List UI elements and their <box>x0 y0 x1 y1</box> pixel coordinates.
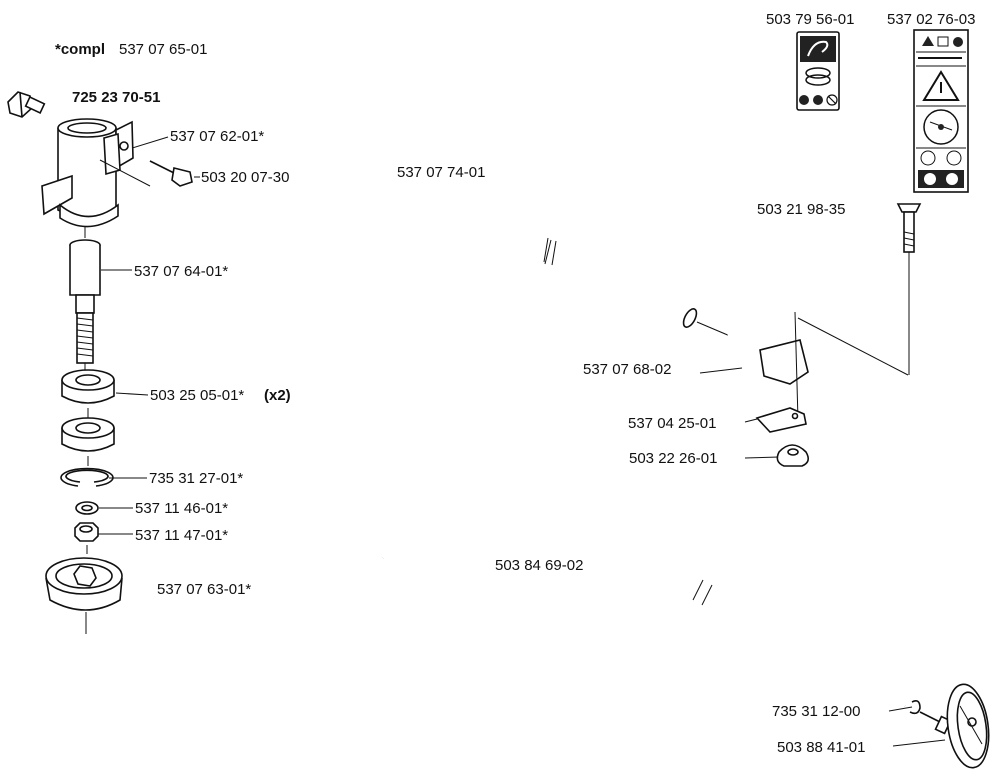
wing-nut-icon <box>776 444 810 467</box>
decal-2-icon <box>913 29 969 193</box>
nut-label: 537 11 47-01* <box>135 527 228 544</box>
bearing-upper-icon <box>61 369 115 404</box>
screw-head-label: 725 23 70-51 <box>72 89 160 106</box>
cup-label: 537 07 63-01* <box>157 581 251 598</box>
engine-coupling-icon <box>919 683 990 769</box>
handle-bolt-icon <box>896 203 922 375</box>
clamp-plate-icon <box>755 407 807 433</box>
kit-number-label: 537 07 65-01 <box>119 41 207 58</box>
bearing-lower-icon <box>61 417 115 452</box>
drive-shaft-icon <box>381 484 906 708</box>
cup-icon <box>45 557 123 634</box>
handle-bolt-label: 503 21 98-35 <box>757 201 845 218</box>
shaft-clip-icon <box>909 700 921 715</box>
drive-shaft-label: 503 84 69-02 <box>495 557 583 574</box>
clamp-plate-label: 537 04 25-01 <box>628 415 716 432</box>
nut-icon <box>74 522 99 542</box>
bearing-qty-label: (x2) <box>264 387 291 404</box>
shaft-tube-icon <box>372 199 731 337</box>
circlip-icon <box>60 467 114 487</box>
spindle-label: 537 07 64-01* <box>134 263 228 280</box>
kit-prefix-label: *compl <box>55 41 105 58</box>
decal-2-label: 537 02 76-03 <box>887 11 975 28</box>
engine-coupling-label: 503 88 41-01 <box>777 739 865 756</box>
shaft-clip-label: 735 31 12-00 <box>772 703 860 720</box>
housing-icon <box>41 118 151 228</box>
spindle-thread-icon <box>76 312 94 364</box>
decal-1-label: 503 79 56-01 <box>766 11 854 28</box>
wing-nut-label: 503 22 26-01 <box>629 450 717 467</box>
tube-label: 537 07 74-01 <box>397 164 485 181</box>
clamp-screw-label: 503 20 07-30 <box>201 169 289 186</box>
housing-label: 537 07 62-01* <box>170 128 264 145</box>
washer-icon <box>75 501 99 515</box>
washer-label: 537 11 46-01* <box>135 500 228 517</box>
clamp-screw-icon <box>149 160 193 187</box>
head-screw-icon <box>7 91 46 118</box>
loop-handle-icon <box>724 238 909 421</box>
bearing-label: 503 25 05-01* <box>150 387 244 404</box>
decal-1-icon <box>796 31 840 111</box>
handle-label: 537 07 68-02 <box>583 361 671 378</box>
spindle-icon <box>69 226 101 372</box>
circlip-label: 735 31 27-01* <box>149 470 243 487</box>
